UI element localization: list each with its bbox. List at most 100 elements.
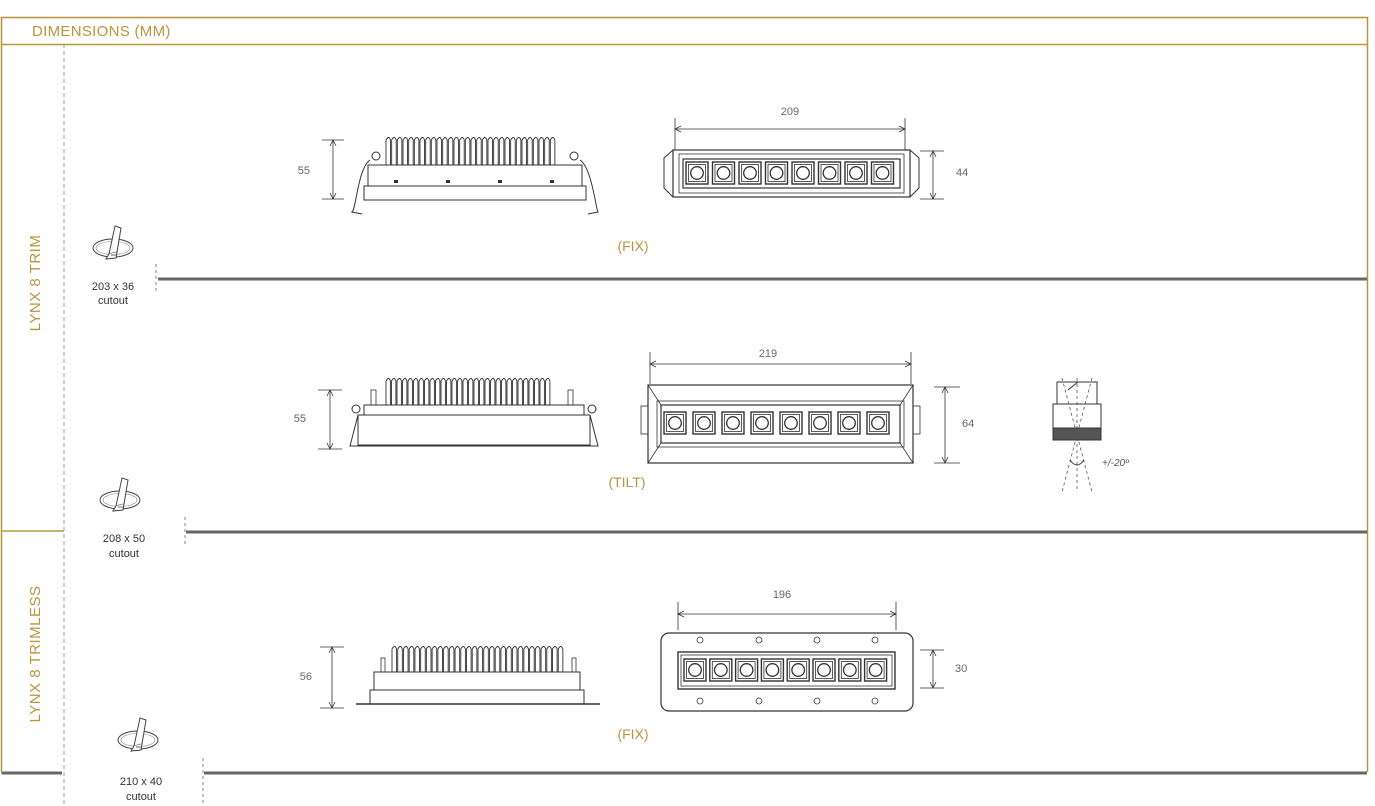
row-trim-tilt: 55 219 xyxy=(99,348,1130,560)
heatsink-fin xyxy=(501,378,507,405)
heatsink-fin xyxy=(414,646,420,672)
hand-saw-cutout-icon xyxy=(99,477,141,512)
hand-saw-cutout-icon xyxy=(92,225,134,260)
heatsink-fin xyxy=(540,646,547,672)
heatsink-fin xyxy=(413,378,419,405)
heatsink-fin xyxy=(500,646,506,672)
led-cell xyxy=(779,411,803,435)
heatsink-fin xyxy=(489,646,495,672)
heatsink-fin xyxy=(419,137,425,165)
heatsink-fin xyxy=(521,137,527,165)
row-trimless-fix: 56 196 xyxy=(117,589,967,803)
heatsink-fin xyxy=(539,378,545,405)
heatsink-fin xyxy=(506,378,512,405)
mount-mode-label: (FIX) xyxy=(617,726,648,742)
heatsink-fin xyxy=(511,646,518,672)
heatsink-fin xyxy=(495,378,501,405)
heatsink-fin xyxy=(451,378,457,405)
heatsink-fin xyxy=(396,137,403,165)
front-width-dimension: 209 xyxy=(674,106,906,150)
front-height-dimension: 44 xyxy=(920,150,968,200)
heatsink-fin xyxy=(408,137,414,165)
heatsink-fin xyxy=(420,646,426,672)
heatsink-fin xyxy=(425,646,432,672)
led-cell xyxy=(791,161,815,185)
cutout-word-label: cutout xyxy=(126,791,156,803)
cutout-word-label: cutout xyxy=(109,548,139,560)
side-height-dimension: 55 xyxy=(294,389,342,450)
heatsink-fin xyxy=(529,646,535,672)
heatsink-fin xyxy=(430,137,437,165)
led-cell xyxy=(711,161,736,185)
heatsink-fin xyxy=(490,378,496,405)
front-height-label: 30 xyxy=(955,663,967,675)
heatsink-fin xyxy=(517,646,524,672)
heatsink-fin xyxy=(484,378,490,405)
front-height-label: 44 xyxy=(956,167,968,179)
heatsink-fin xyxy=(464,137,471,165)
front-height-dimension: 30 xyxy=(920,649,967,689)
led-cell xyxy=(870,161,895,185)
heatsink-fin xyxy=(447,137,454,165)
heatsink-fin xyxy=(408,646,415,672)
front-height-dimension: 64 xyxy=(934,386,974,464)
mount-mode-label: (TILT) xyxy=(608,474,645,490)
heatsink-fin xyxy=(462,378,468,405)
front-width-label: 219 xyxy=(759,348,777,360)
side-view-drawing xyxy=(356,646,600,705)
cutout-size-label: 203 x 36 xyxy=(92,281,134,293)
heatsink-fin xyxy=(418,378,424,405)
front-view-drawing xyxy=(640,384,921,464)
led-cell xyxy=(808,411,832,435)
heatsink-fin xyxy=(552,646,558,672)
header-bar xyxy=(0,16,1369,46)
heatsink-fin xyxy=(459,137,465,165)
led-cell xyxy=(838,658,862,682)
heatsink-fin xyxy=(457,378,463,405)
tilt-angle-label: +/-20º xyxy=(1102,458,1130,469)
heatsink-fin xyxy=(471,646,478,672)
heatsink-fin xyxy=(429,378,435,405)
heatsink-fin xyxy=(470,137,476,165)
heatsink-fin xyxy=(454,646,461,672)
heatsink-fin xyxy=(545,378,551,405)
heatsink-fin xyxy=(413,137,420,165)
led-cell xyxy=(844,161,868,185)
side-height-label: 56 xyxy=(300,671,312,683)
heatsink-fin xyxy=(448,646,455,672)
heatsink-fin xyxy=(460,646,466,672)
side-height-label: 55 xyxy=(298,165,310,177)
heatsink-fin xyxy=(473,378,479,405)
tilt-angle-icon xyxy=(1052,377,1102,493)
heatsink-fin xyxy=(403,646,409,672)
heatsink-fin xyxy=(402,378,408,405)
heatsink-fin xyxy=(494,646,501,672)
heatsink-fin xyxy=(512,378,518,405)
cutout-size-label: 208 x 50 xyxy=(103,533,145,545)
heatsink-fin xyxy=(477,646,484,672)
front-width-label: 196 xyxy=(773,589,791,601)
heatsink-fin xyxy=(481,137,488,165)
heatsink-fin xyxy=(523,378,529,405)
section-label-trim: LYNX 8 TRIM xyxy=(27,235,44,332)
heatsink-fin xyxy=(515,137,522,165)
led-cell xyxy=(863,658,888,682)
led-cell xyxy=(760,658,785,682)
led-cell xyxy=(663,411,687,435)
front-width-dimension: 196 xyxy=(677,589,897,630)
heatsink-fin xyxy=(446,378,452,405)
heatsink-fin xyxy=(468,378,474,405)
heatsink-fin xyxy=(391,378,397,405)
cutout-size-label: 210 x 40 xyxy=(120,776,162,788)
front-view-drawing xyxy=(663,149,920,198)
heatsink-fin xyxy=(402,137,408,165)
heatsink-fin xyxy=(517,378,523,405)
heatsink-fin xyxy=(504,137,510,165)
heatsink-fin xyxy=(487,137,493,165)
heatsink-fin xyxy=(407,378,413,405)
front-height-label: 64 xyxy=(962,418,974,430)
header-title: DIMENSIONS (MM) xyxy=(32,23,171,40)
heatsink-fin xyxy=(527,137,533,165)
led-cell xyxy=(837,411,861,435)
